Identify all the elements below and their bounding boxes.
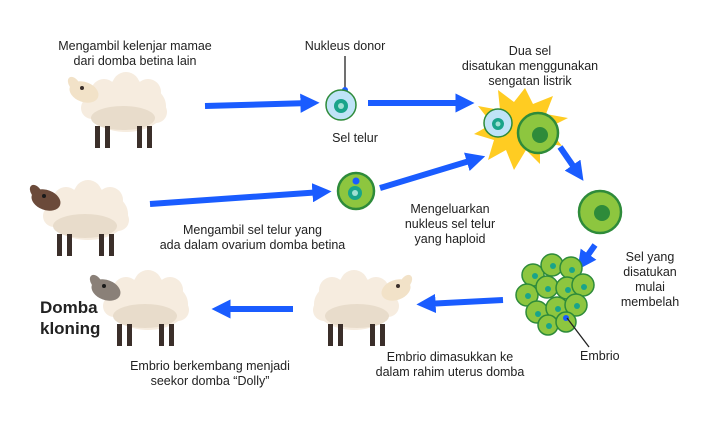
arrow-fusion-to-zygote — [557, 145, 584, 181]
label-embrio: Embrio — [580, 349, 620, 363]
sheep-icon — [89, 270, 189, 346]
donor-cell-icon — [325, 89, 357, 121]
sheep-icon — [67, 72, 167, 148]
label-sel-telur: Sel telur — [332, 131, 378, 145]
arrow-embryo-to-surrogate — [416, 293, 504, 314]
arrow-sheep1-to-donor — [204, 93, 320, 113]
sheep-icon — [29, 180, 129, 256]
egg-cell-icon — [336, 171, 376, 211]
arrows — [149, 93, 598, 319]
arrow-zygote-to-embryo — [577, 243, 598, 270]
arrow-sheep2-to-egg — [149, 183, 332, 207]
embryo-cluster-icon — [515, 253, 595, 336]
zygote-cell-icon — [577, 189, 623, 235]
arrow-egg-to-fusion — [379, 152, 486, 191]
embryo-pointer-line — [566, 317, 590, 348]
fusion-spark-icon — [474, 88, 568, 170]
sheep-icon — [313, 270, 413, 346]
label-nukleus-donor: Nukleus donor — [304, 39, 386, 53]
